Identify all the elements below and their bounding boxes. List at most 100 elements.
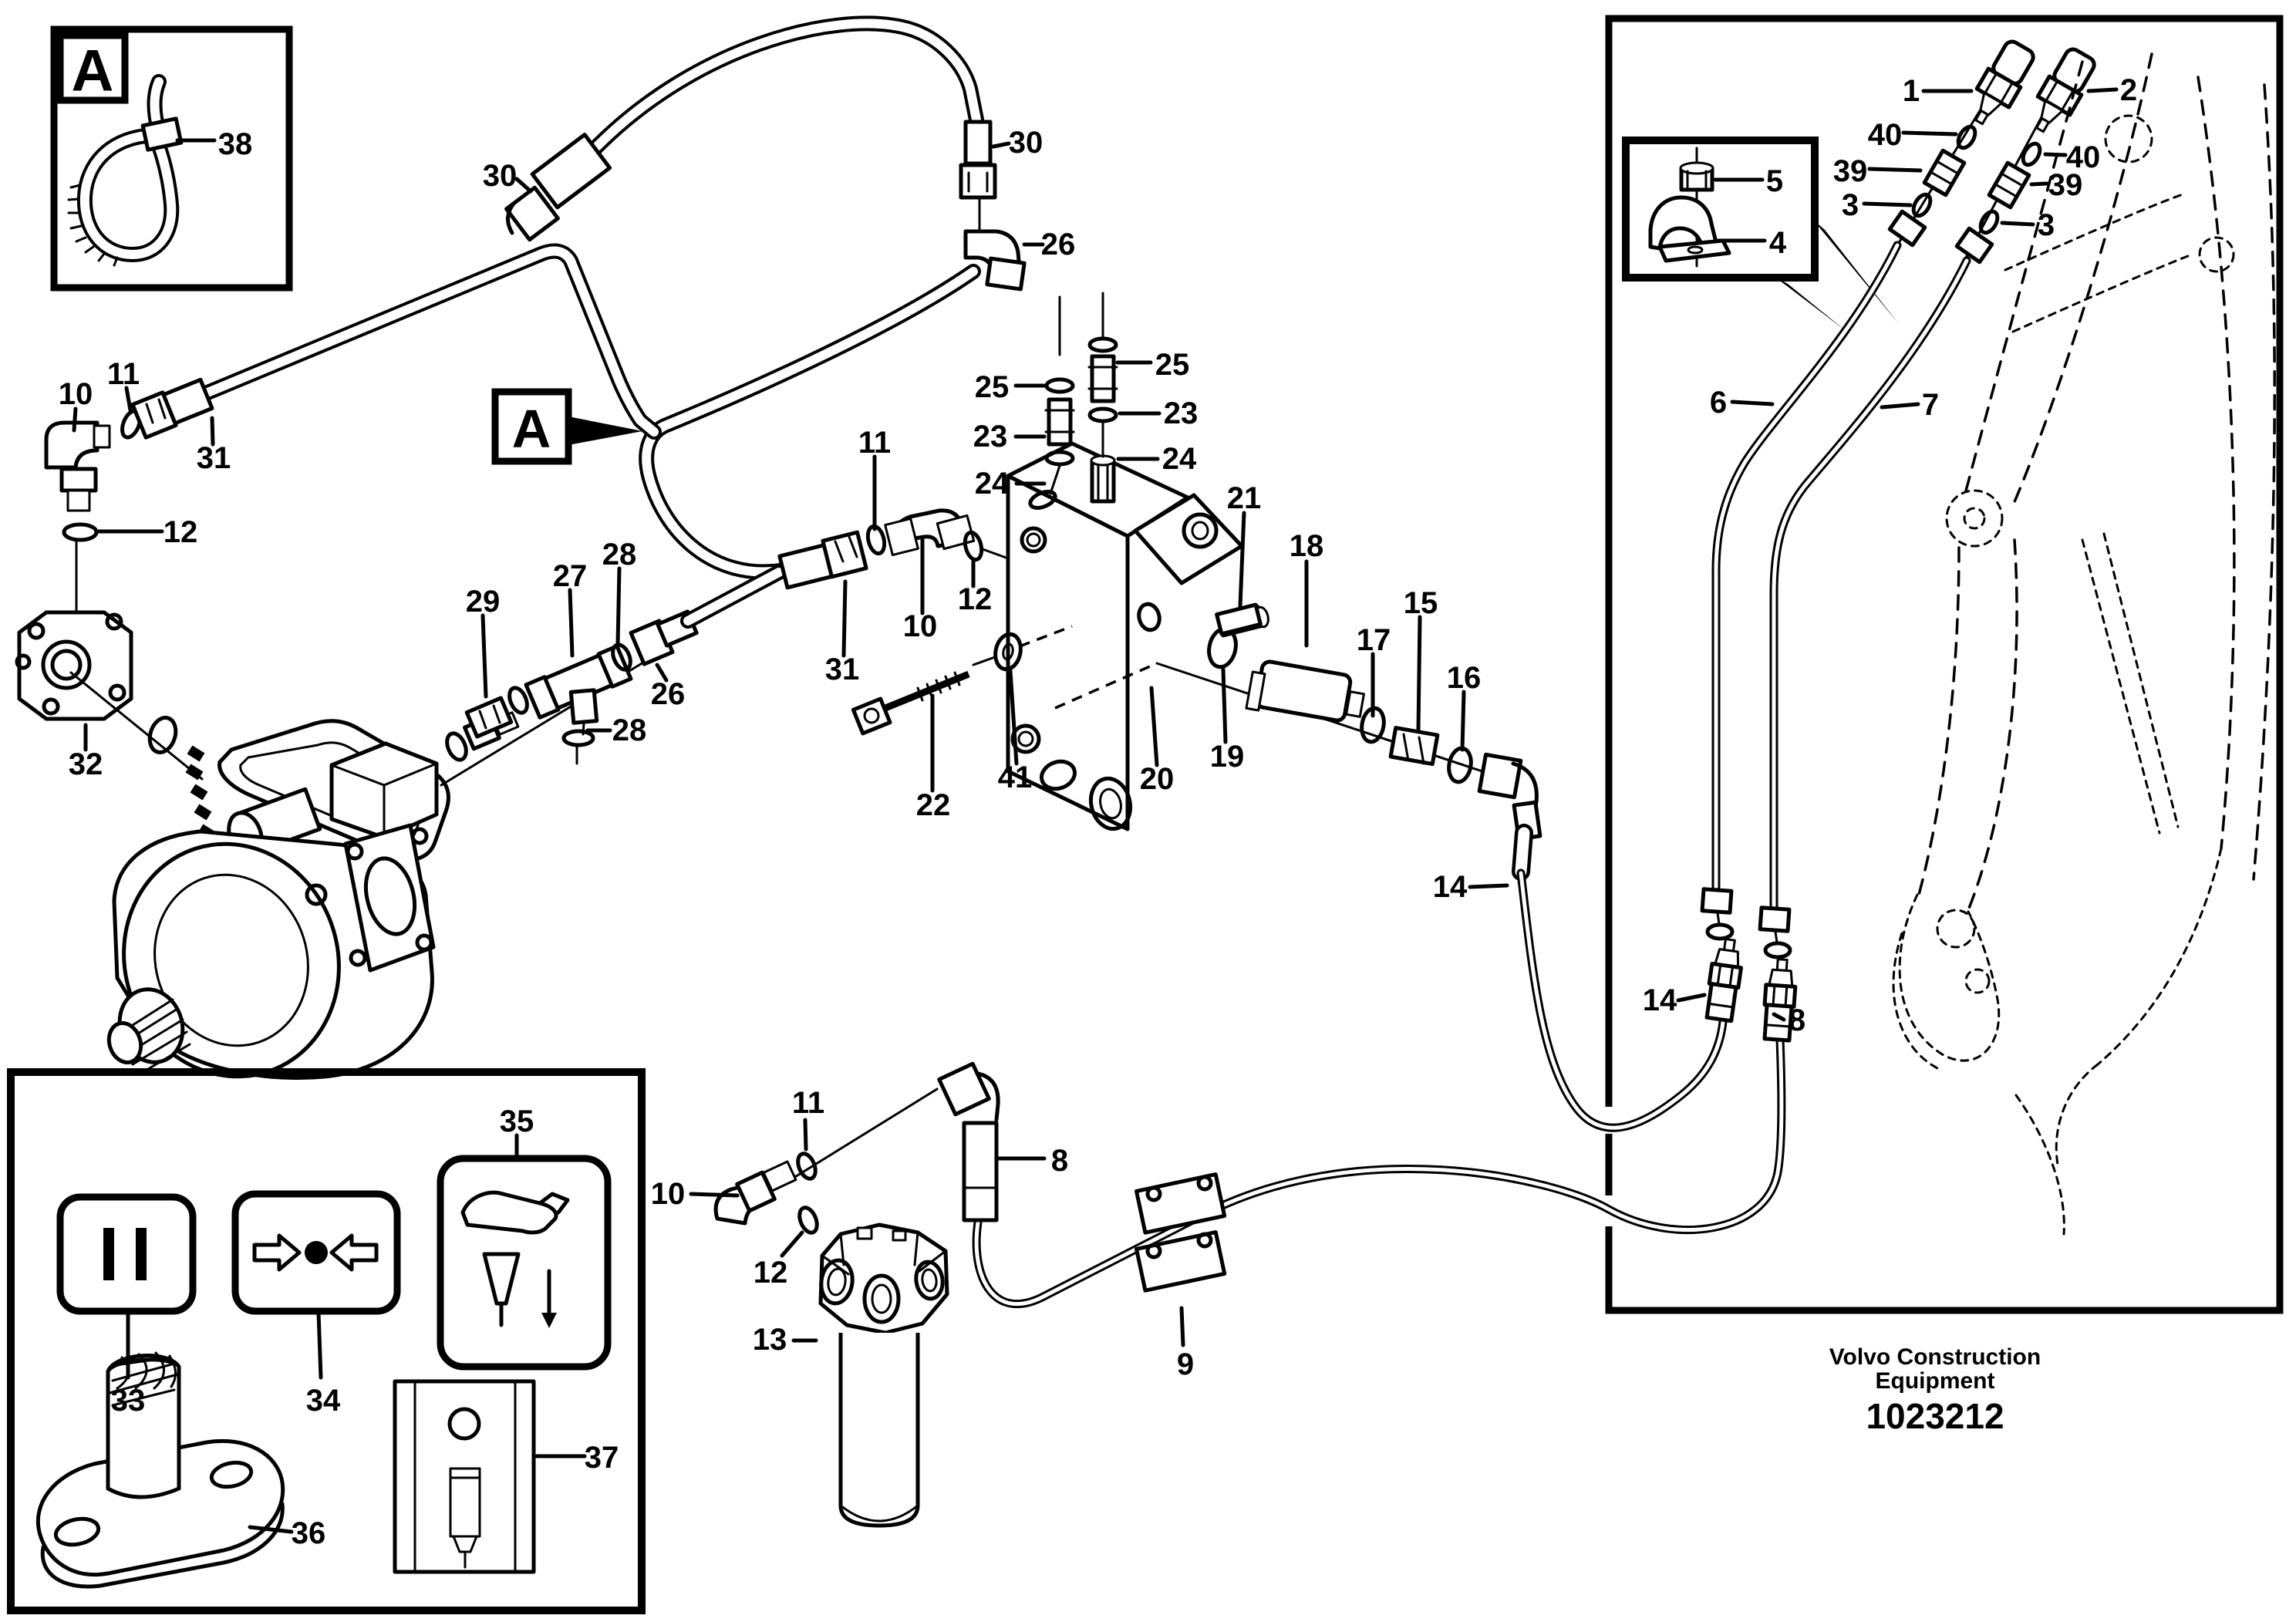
pump-port-fittings-part	[69, 671, 204, 781]
symbols-box-part	[7, 1068, 646, 1614]
part-callout-5: 5	[1766, 164, 1783, 198]
callout-leader-34	[316, 1310, 323, 1380]
part-callout-8: 8	[1789, 1003, 1805, 1037]
part-callout-21: 21	[1227, 481, 1262, 515]
pump-port-fittings-part	[185, 745, 216, 841]
box-connector-8	[1758, 905, 1798, 1043]
symbol-33-part	[136, 1228, 147, 1280]
callout-leader-9	[1179, 1306, 1185, 1347]
boom-detail-box	[1605, 15, 2284, 1314]
valve-hose-end-part	[884, 517, 919, 557]
tee-fitting-group-part	[464, 696, 514, 739]
tee-fitting-group-part	[507, 686, 529, 715]
part-callout-35: 35	[500, 1104, 534, 1138]
valve-block-group-part	[1097, 461, 1109, 501]
valve-block-group-part	[1182, 512, 1219, 549]
part-callout-18: 18	[1290, 529, 1324, 563]
part-callout-9: 9	[1177, 1347, 1194, 1381]
filter-head-13-part	[827, 1267, 847, 1297]
symbol-35-part	[460, 1190, 558, 1235]
valve-block-group-part	[1044, 377, 1075, 394]
connector-2-chain	[1954, 47, 2096, 265]
callout-leader-7	[1880, 402, 1920, 410]
long-hoses-part	[974, 1037, 1784, 1307]
tee-fitting-group-part	[596, 644, 633, 689]
excavator-arm-reference-part	[2104, 114, 2153, 164]
valve-block-group-part	[1026, 532, 1041, 548]
pump-port-fittings-part	[147, 716, 178, 754]
part-callout-39: 39	[2048, 168, 2083, 202]
connector-2-chain-part	[1987, 160, 2031, 210]
part-callout-19: 19	[1210, 740, 1245, 774]
brand-line-2: Equipment	[1876, 1368, 1995, 1394]
part-callout-7: 7	[1922, 388, 1939, 422]
excavator-arm-reference-part	[2198, 236, 2235, 273]
hose-30-assembly-part	[967, 171, 989, 193]
valve-block-group-part	[972, 656, 996, 666]
part-callout-37: 37	[585, 1441, 619, 1475]
pump-port-fittings-part	[59, 467, 98, 493]
box-connector-8-part	[1762, 958, 1798, 1043]
valve-block-group-part	[1002, 642, 1014, 661]
part-callout-11: 11	[858, 426, 891, 460]
part-callout-23: 23	[973, 420, 1008, 454]
connector-2-chain-part	[1978, 209, 2000, 235]
callout-leader-40	[1901, 130, 1958, 137]
symbol-34-part	[231, 1190, 401, 1315]
bolt-22-part	[851, 696, 892, 736]
symbol-35-part	[437, 1155, 612, 1371]
callout-leader-8	[1772, 1012, 1786, 1022]
callout-leader-3	[2000, 221, 2035, 227]
part-callout-32: 32	[69, 747, 103, 781]
box-connector-14-part-part	[1716, 963, 1735, 988]
cable-tie-illustration-part	[140, 116, 184, 152]
callout-leader-21	[1238, 511, 1246, 609]
valve-block-group-part	[1088, 776, 1133, 831]
tee-fitting-group-part	[524, 675, 561, 720]
connector-2-chain-part	[2035, 47, 2096, 133]
hose-30-assembly-part	[530, 133, 612, 210]
excavator-arm-reference-part	[2055, 1063, 2099, 1166]
valve-block-group-part	[1402, 733, 1425, 765]
symbol-34-part	[305, 1241, 328, 1264]
callout-leader-31	[210, 416, 215, 447]
hydraulic-pump-part	[343, 823, 436, 973]
box-connector-14-part-part	[1708, 1002, 1735, 1009]
part-callout-29: 29	[466, 585, 501, 619]
detail-arrow-1	[1812, 219, 1899, 324]
filter-head-13-part	[914, 1259, 945, 1301]
excavator-arm-reference-part	[1963, 507, 1986, 530]
legend-a-label: A	[72, 39, 114, 104]
detail-arrow-2	[1774, 276, 1845, 330]
excavator-arm-reference-part	[1892, 932, 1940, 1071]
filter-canister	[838, 1333, 920, 1528]
valve-hose-end	[777, 508, 1010, 590]
valve-block-group-part	[1087, 336, 1118, 353]
excavator-arm-reference-part	[1898, 893, 2001, 1062]
valve-block-group-part	[1388, 726, 1440, 767]
part-callout-10: 10	[59, 377, 93, 411]
valve-block-group-part	[1191, 521, 1209, 541]
connector-1-chain-part	[1887, 209, 1927, 248]
hydraulic-pump-part	[349, 949, 367, 967]
hydraulic-pump-part	[330, 762, 438, 839]
valve-block-group-part	[1040, 759, 1077, 791]
connector-1-chain	[1887, 39, 2035, 248]
tee-fitting-group-part	[568, 688, 599, 725]
long-hoses-part	[1519, 871, 1725, 1130]
part-callout-24: 24	[975, 467, 1010, 501]
tee-fitting-group-part	[561, 729, 595, 747]
adapter-block-32-part	[17, 610, 133, 721]
callout-leader-31	[841, 579, 848, 658]
filter-head-13	[818, 1222, 949, 1335]
pump-port-fittings-part	[44, 420, 99, 470]
box-connector-14-part-part	[1704, 982, 1738, 1023]
excavator-arm-reference-part	[1964, 968, 1991, 994]
long-hoses-part	[1516, 868, 1728, 1132]
callout-leader-6	[1730, 400, 1775, 406]
part-callout-26: 26	[651, 677, 686, 711]
nipple-37-part	[393, 1379, 536, 1574]
part-callout-28: 28	[602, 538, 637, 572]
filter-group-part	[735, 1170, 777, 1213]
